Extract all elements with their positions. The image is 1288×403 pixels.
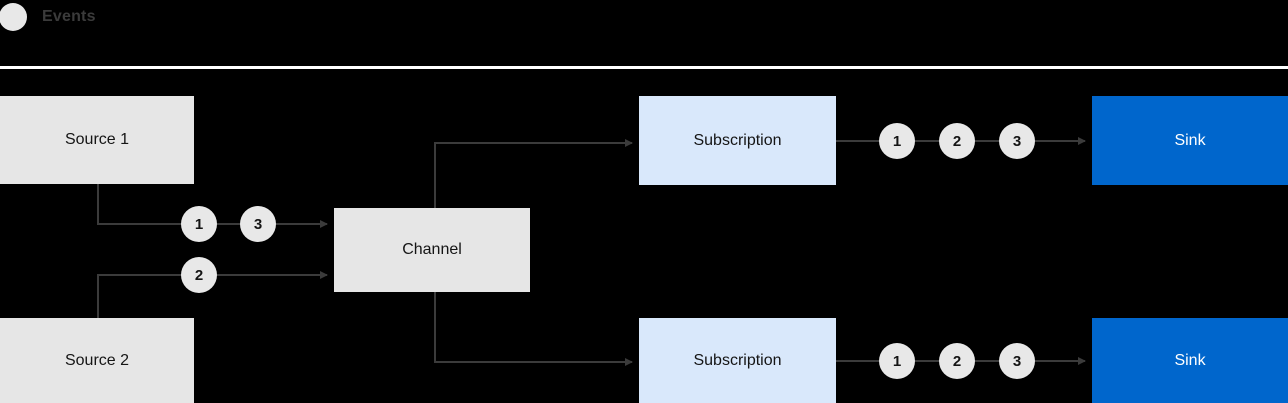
node-sink-bottom[interactable]: Sink: [1092, 318, 1288, 403]
node-label: Subscription: [693, 131, 782, 149]
circle-icon: [0, 3, 27, 31]
node-label: Subscription: [693, 351, 782, 369]
event-badge: 1: [879, 343, 915, 379]
legend-label: Events: [42, 8, 96, 25]
event-badge: 3: [240, 206, 276, 242]
node-source-1[interactable]: Source 1: [0, 96, 194, 184]
event-badge: 3: [999, 343, 1035, 379]
event-badge: 2: [939, 343, 975, 379]
node-label: Source 1: [64, 131, 130, 148]
node-subscription-bottom[interactable]: Subscription: [639, 318, 836, 403]
node-source-2[interactable]: Source 2: [0, 318, 194, 403]
node-subscription-top[interactable]: Subscription: [639, 96, 836, 185]
divider: [0, 66, 1288, 69]
node-label: Channel: [402, 241, 462, 258]
node-label: Sink: [1174, 351, 1206, 369]
node-channel[interactable]: Channel: [334, 208, 530, 292]
node-label: Sink: [1174, 131, 1206, 149]
event-badge: 2: [181, 257, 217, 293]
event-badge: 1: [181, 206, 217, 242]
event-badge: 2: [939, 123, 975, 159]
node-label: Source 2: [64, 351, 130, 369]
event-badge: 1: [879, 123, 915, 159]
legend: Events: [0, 0, 96, 34]
event-badge: 3: [999, 123, 1035, 159]
node-sink-top[interactable]: Sink: [1092, 96, 1288, 185]
